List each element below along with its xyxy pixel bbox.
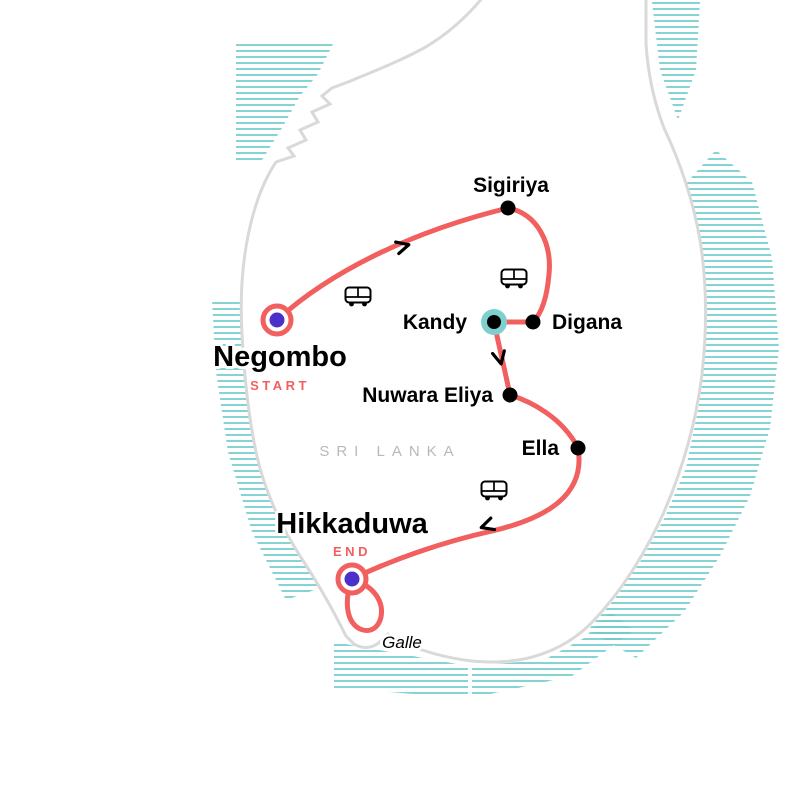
end-tag-label: END [333, 544, 371, 559]
city-label-negombo: Negombo [213, 341, 347, 373]
city-label-ella: Ella [522, 437, 560, 460]
city-label-sigiriya: Sigiriya [473, 174, 549, 197]
hatch-northwest [236, 42, 334, 160]
region-label-sri-lanka: SRI LANKA [319, 443, 460, 460]
hatch-east-coast [588, 150, 779, 658]
city-label-nuwara-eliya: Nuwara Eliya [362, 384, 493, 407]
waypoint-dot-digana [525, 314, 541, 330]
city-label-digana: Digana [552, 311, 622, 334]
galle-loop-route [344, 577, 385, 633]
city-label-hikkaduwa: Hikkaduwa [276, 508, 428, 540]
island-outline [239, 0, 708, 664]
city-label-galle: Galle [382, 633, 422, 652]
waypoint-dot-ella [570, 440, 586, 456]
start-tag-label: START [250, 378, 310, 393]
hatch-northeast [652, 2, 700, 120]
hatch-west-coast [212, 300, 320, 600]
waypoint-dot-sigiriya [500, 200, 516, 216]
coast-hatching [212, 2, 779, 698]
start-marker-core [269, 312, 285, 328]
hatch-south-coast [334, 642, 468, 698]
end-marker-core [344, 571, 360, 587]
waypoints [481, 200, 586, 456]
start-marker [260, 303, 294, 337]
city-label-kandy: Kandy [403, 311, 468, 334]
waypoint-dot-kandy [487, 315, 501, 329]
map-labels: Sigiriya Kandy Digana Negombo START Nuwa… [210, 171, 625, 655]
hatch-southeast-coast [472, 612, 634, 698]
end-marker [335, 562, 369, 596]
waypoint-dot-nuwara-eliya [502, 387, 518, 403]
